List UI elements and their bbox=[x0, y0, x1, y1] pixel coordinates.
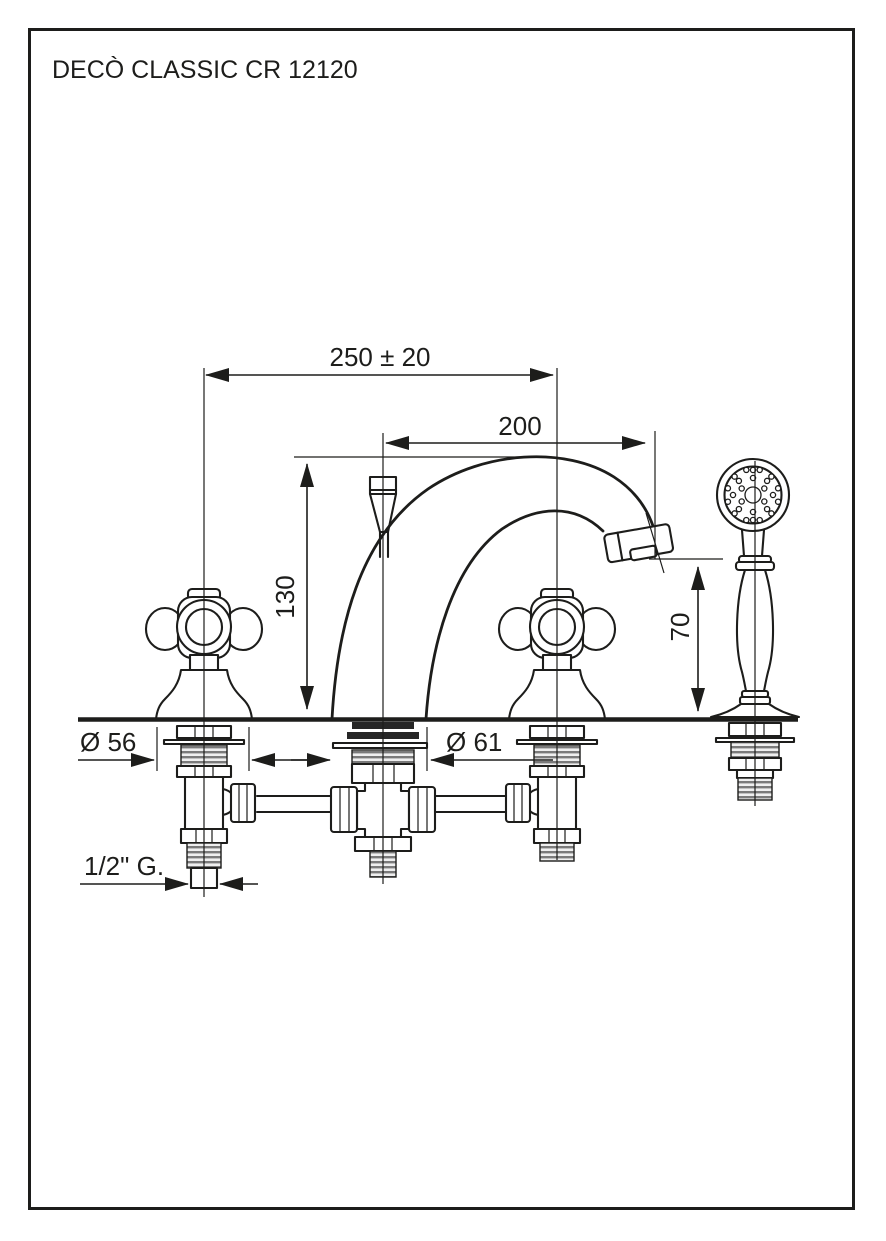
dim-label-spout-height: 130 bbox=[270, 575, 300, 618]
spout bbox=[330, 455, 675, 721]
dimension-outlet-clearance: 70 bbox=[649, 558, 723, 712]
dim-label-spout-base-diameter: Ø 61 bbox=[446, 727, 502, 757]
spray-holes bbox=[724, 466, 782, 524]
dimension-spout-reach: 200 bbox=[385, 411, 656, 559]
centerlines bbox=[203, 368, 756, 897]
dim-label-handle-base-diameter: Ø 56 bbox=[80, 727, 136, 757]
page-border bbox=[28, 28, 855, 1210]
dim-label-outlet-clearance: 70 bbox=[665, 613, 695, 642]
dim-label-connection-thread: 1/2" G. bbox=[84, 851, 164, 881]
dimension-handle-spacing: 250 ± 20 bbox=[205, 342, 554, 382]
dimension-connection-thread: 1/2" G. bbox=[80, 851, 258, 891]
spout-aerator bbox=[603, 523, 675, 564]
left-valve-underbody bbox=[162, 724, 257, 890]
product-title: DECÒ CLASSIC CR 12120 bbox=[52, 56, 358, 84]
dim-label-spout-reach: 200 bbox=[498, 411, 541, 441]
dim-label-handle-spacing: 250 ± 20 bbox=[329, 342, 430, 372]
dimension-spout-base-diameter: Ø 61 bbox=[291, 727, 553, 771]
connecting-pipes bbox=[255, 794, 508, 814]
right-valve-underbody bbox=[504, 724, 599, 862]
dimension-spout-height: 130 bbox=[270, 456, 552, 710]
